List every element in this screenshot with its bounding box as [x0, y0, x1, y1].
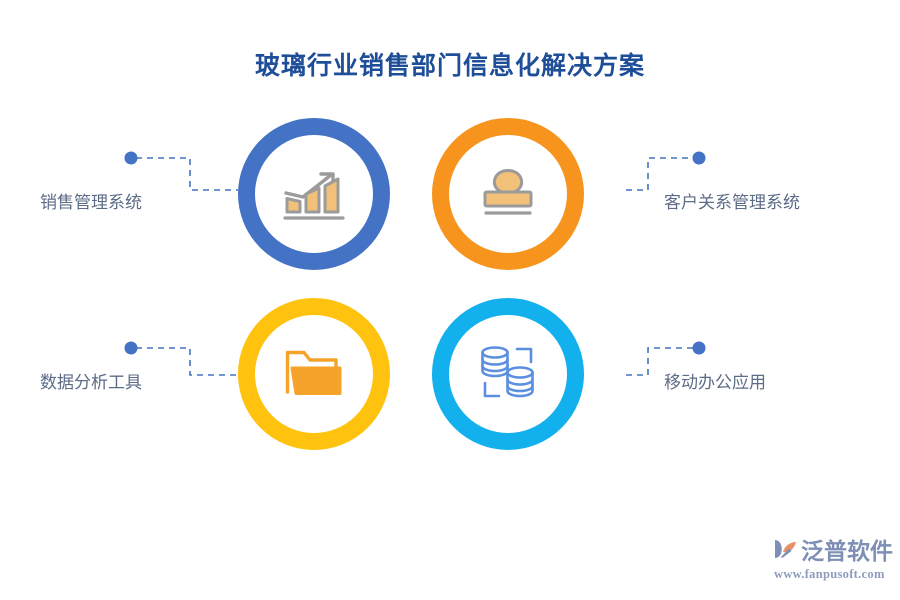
connector-dot-top-right: [692, 151, 706, 165]
node-label-data-analysis-tool: 数据分析工具: [40, 373, 142, 392]
connector-dot-bottom-left: [124, 341, 138, 355]
connector-dot-top-left: [124, 151, 138, 165]
node-circle-customer-relationship-management-system[interactable]: [432, 118, 584, 270]
brand-url: www.fanpusoft.com: [774, 567, 885, 581]
node-circle-mobile-office-application[interactable]: [432, 298, 584, 450]
page-title: 玻璃行业销售部门信息化解决方案: [254, 52, 645, 80]
database-stack-icon: [449, 315, 567, 433]
rubber-stamp-icon: [449, 135, 567, 253]
connector-dot-bottom-right: [692, 341, 706, 355]
bar-chart-growth-icon: [255, 135, 373, 253]
node-label-customer-relationship-management-system: 客户关系管理系统: [664, 193, 800, 212]
open-folder-icon: [255, 315, 373, 433]
node-circle-data-analysis-tool[interactable]: [238, 298, 390, 450]
brand-logo[interactable]: 泛普软件 www.fanpusoft.com: [772, 536, 893, 586]
connector-top-right: [626, 151, 706, 191]
fanpu-logo-mark-icon: [772, 536, 798, 567]
brand-name: 泛普软件: [801, 538, 893, 564]
node-circle-sales-management-system[interactable]: [238, 118, 390, 270]
node-label-sales-management-system: 销售管理系统: [40, 193, 142, 212]
connector-top-left: [124, 151, 238, 191]
node-label-mobile-office-application: 移动办公应用: [664, 373, 766, 392]
